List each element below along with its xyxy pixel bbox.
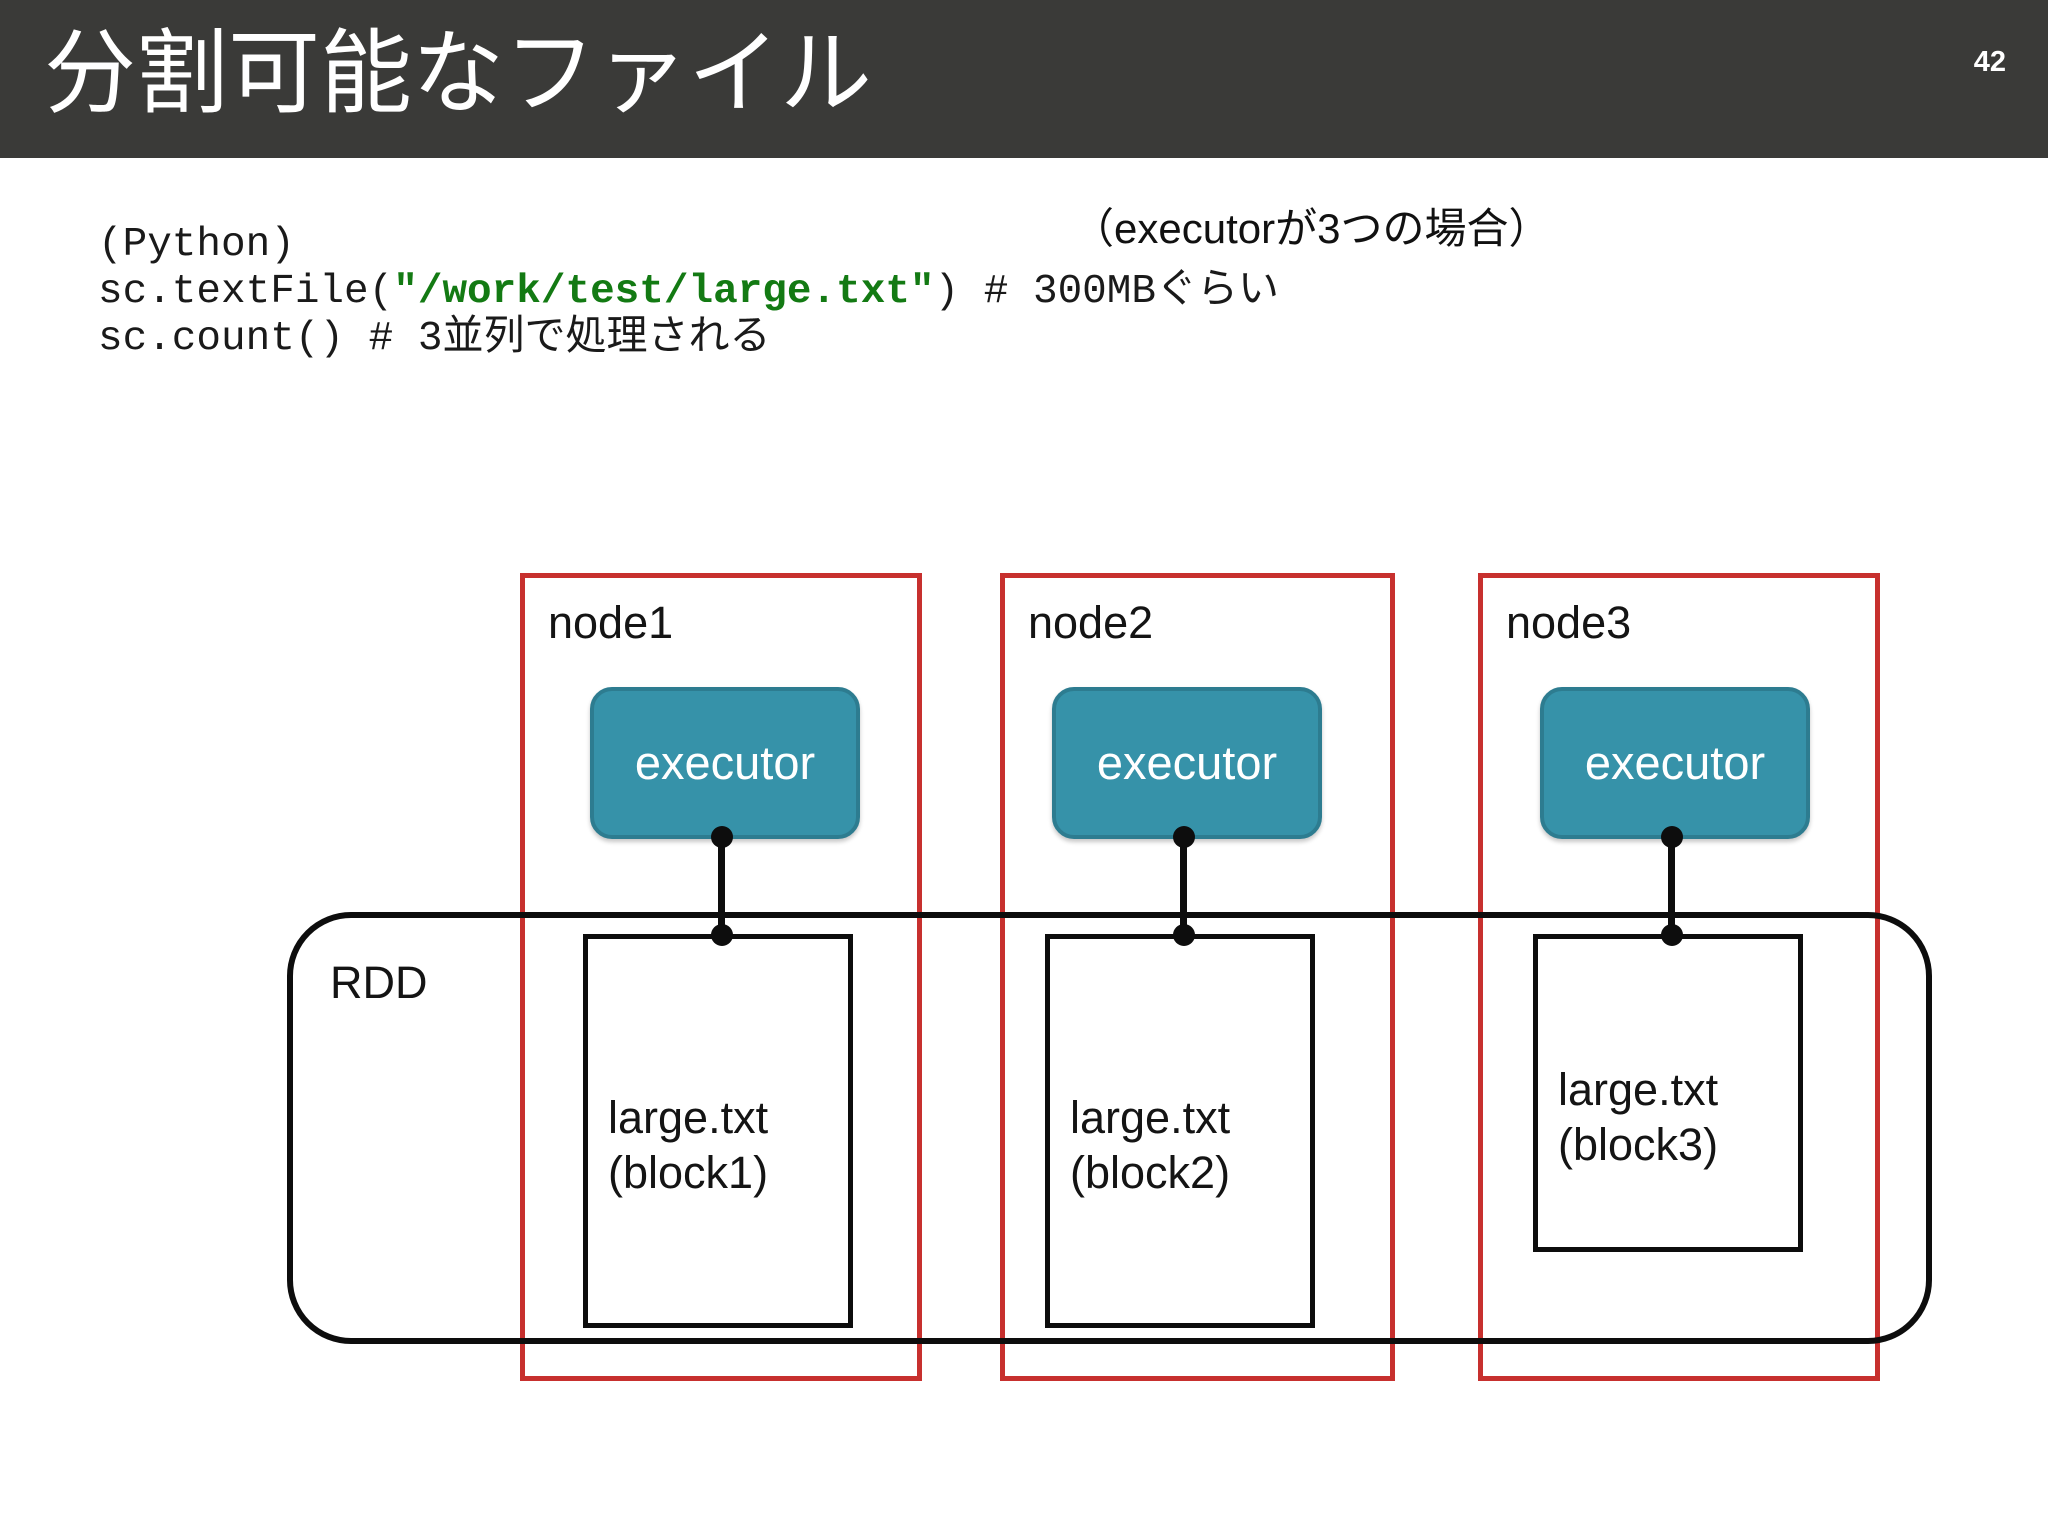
rdd-label: RDD — [330, 957, 428, 1008]
connector-dot-executor-node2 — [1173, 826, 1195, 848]
connector-dot-executor-node1 — [711, 826, 733, 848]
block3-partition: (block3) — [1558, 1119, 1719, 1170]
block1-partition: (block1) — [608, 1147, 769, 1198]
code-line-1: (Python) — [98, 222, 1279, 269]
connector-line-node1 — [718, 832, 725, 938]
page-number: 42 — [1973, 46, 2006, 78]
page-title: 分割可能なファイル — [44, 23, 873, 125]
code-token-call: sc.textFile( — [98, 269, 394, 315]
code-token-count-call: sc.count() # 3並列で処理される — [98, 316, 771, 362]
node-label-node3: node3 — [1506, 597, 1632, 648]
executor-label-node1: executor — [634, 736, 816, 789]
code-line-3: sc.count() # 3並列で処理される — [98, 316, 1279, 363]
node-box-node3 — [1478, 573, 1880, 1381]
code-token-comment-size: ) # 300MBぐらい — [934, 269, 1279, 315]
code-line-2: sc.textFile("/work/test/large.txt") # 30… — [98, 269, 1279, 316]
node-box-node2 — [1000, 573, 1395, 1381]
block-box-block3 — [1533, 934, 1803, 1252]
executor-box-node3[interactable]: executor — [1540, 687, 1810, 839]
connector-line-node3 — [1668, 832, 1675, 938]
block2-partition: (block2) — [1070, 1147, 1231, 1198]
executor-box-node1[interactable]: executor — [590, 687, 860, 839]
node-box-node1 — [520, 573, 922, 1381]
code-snippet: (Python) sc.textFile("/work/test/large.t… — [98, 222, 1279, 363]
slide-header-bar: 分割可能なファイル 42 — [0, 0, 2048, 158]
node-label-node2: node2 — [1028, 597, 1154, 648]
block2-filename: large.txt — [1070, 1092, 1231, 1143]
block-label-block2: large.txt (block2) — [1070, 1090, 1230, 1200]
node-label-node1: node1 — [548, 597, 674, 648]
block-label-block3: large.txt (block3) — [1558, 1062, 1718, 1172]
connector-line-node2 — [1180, 832, 1187, 938]
connector-dot-executor-node3 — [1661, 826, 1683, 848]
block-label-block1: large.txt (block1) — [608, 1090, 768, 1200]
block-box-block2 — [1045, 934, 1315, 1328]
executor-box-node2[interactable]: executor — [1052, 687, 1322, 839]
block3-filename: large.txt — [1558, 1064, 1719, 1115]
block1-filename: large.txt — [608, 1092, 769, 1143]
executor-count-annotation: （executorが3つの場合） — [1072, 205, 1551, 252]
code-language-note: (Python) — [98, 222, 295, 268]
block-box-block1 — [583, 934, 853, 1328]
code-token-path-string: "/work/test/large.txt" — [393, 269, 935, 315]
rdd-container — [287, 912, 1932, 1344]
executor-label-node3: executor — [1584, 736, 1766, 789]
executor-label-node2: executor — [1096, 736, 1278, 789]
